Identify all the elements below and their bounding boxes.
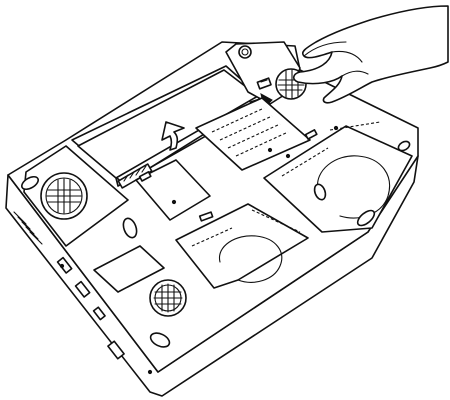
small-cover-screw	[171, 199, 177, 205]
latch-screw	[238, 45, 252, 59]
hand-icon	[292, 5, 449, 104]
lower-drive-cover	[175, 203, 309, 289]
rubber-feet	[122, 140, 411, 348]
small-cover-tab	[138, 171, 152, 182]
memory-cover-plate	[195, 97, 311, 171]
left-fan-mesh	[46, 178, 82, 214]
memory-cover-screw	[267, 147, 273, 153]
right-drive-tab	[304, 129, 318, 140]
memory-cover-vents	[211, 107, 289, 157]
side-port-4	[107, 340, 125, 360]
lower-drive-tab	[198, 211, 214, 222]
latch-compartment	[225, 41, 307, 105]
right-drive-plate	[263, 125, 413, 233]
small-cover-plate	[135, 159, 211, 221]
lower-drive-disc-outline	[219, 235, 283, 283]
right-drive-vents	[281, 121, 381, 177]
side-port-2	[74, 280, 91, 298]
battery-connector	[117, 163, 153, 189]
foot-bottom-right	[356, 209, 376, 227]
label-plate	[93, 245, 165, 293]
foot-middle-left	[122, 217, 138, 239]
battery-release-latch	[256, 77, 272, 90]
left-fan-grille-inner	[45, 177, 83, 215]
side-vent	[13, 211, 43, 245]
side-port-3	[92, 306, 106, 321]
foot-top-right	[397, 140, 411, 152]
small-access-cover	[135, 159, 211, 221]
hand-creases	[303, 41, 369, 77]
hand-outline	[292, 5, 449, 104]
left-fan-module	[21, 145, 129, 247]
lower-drive-vents	[191, 209, 301, 247]
speaker-grille	[149, 279, 187, 317]
foot-middle-right	[313, 183, 327, 201]
foot-bottom-left	[149, 332, 171, 348]
lower-drive-plate	[175, 203, 309, 289]
memory-cover	[195, 97, 311, 171]
left-foot	[21, 175, 39, 191]
curved-arrow-icon	[161, 121, 185, 151]
